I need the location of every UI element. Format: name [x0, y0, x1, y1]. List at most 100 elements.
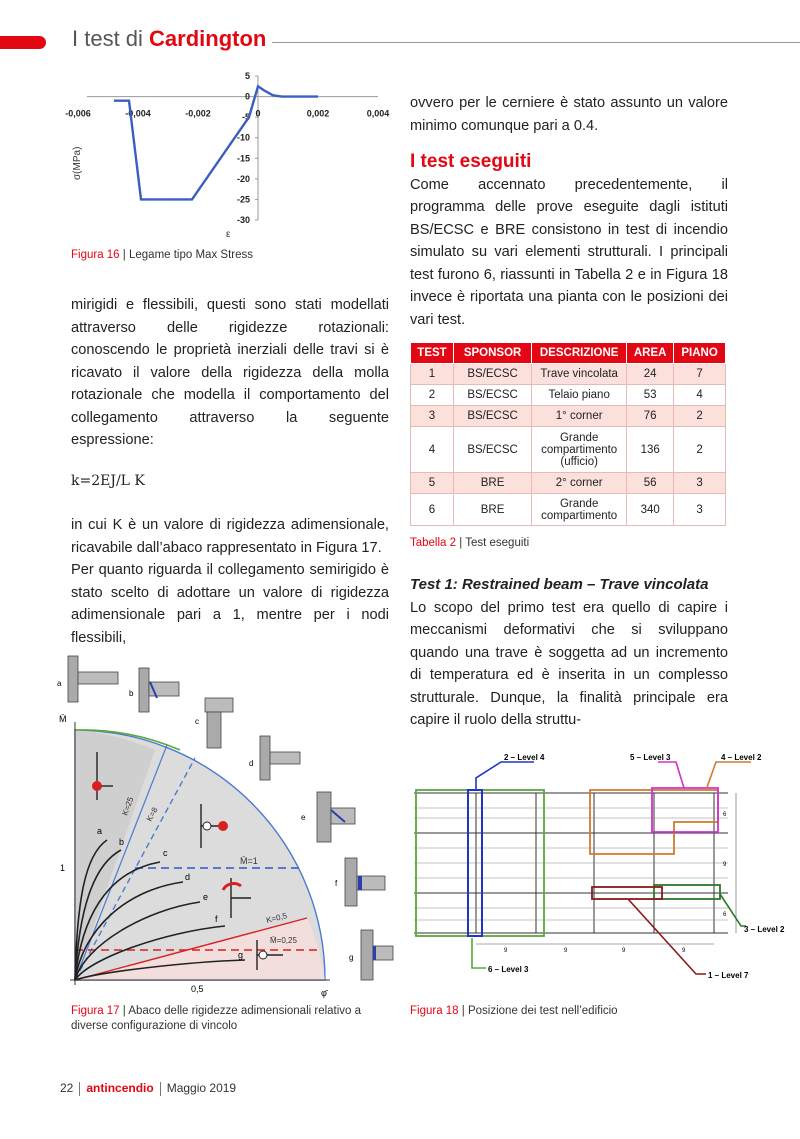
x-tick-label: -0,004: [125, 109, 151, 119]
table-row: 2 BS/ECSC Telaio piano 53 4: [410, 384, 726, 406]
left-paragraph-2: in cui K è un valore di rigidezza adimen…: [71, 517, 389, 556]
x-axis-label: ε: [226, 229, 231, 240]
cell-test: 5: [410, 472, 454, 494]
svg-text:f: f: [335, 879, 338, 888]
figure-18-caption: Figura 18 | Posizione dei test nell’edif…: [410, 1005, 618, 1017]
y-tick-label: -25: [237, 194, 250, 204]
curve-c: [74, 861, 161, 981]
figure-17-diagram: a b c d e f g K=25 K=8 M̄=1 K=0,5 M̄=0,2…: [57, 655, 394, 998]
header-sponsor: SPONSOR: [452, 342, 533, 364]
test-5-area: [651, 787, 719, 833]
svg-text:g: g: [349, 953, 353, 962]
caption-label: Figura 16: [71, 249, 120, 261]
curve-label-e: e: [203, 892, 208, 902]
caption-text: Test eseguiti: [465, 537, 530, 549]
left-paragraph-3: Per quanto riguarda il collegamento semi…: [71, 562, 389, 646]
header-rule: [272, 42, 800, 43]
y-axis-label: σ(MPa): [72, 147, 83, 180]
y-tick-label: 5: [245, 71, 250, 81]
table-2-caption: Tabella 2 | Test eseguiti: [410, 537, 530, 549]
pinned-spring-symbol: [221, 878, 251, 918]
dim-7: 6: [723, 912, 727, 918]
svg-text:a: a: [57, 679, 62, 688]
test1-subhead: Test 1: Restrained beam – Trave vincolat…: [410, 576, 709, 593]
cell-piano: 2: [673, 405, 726, 427]
cell-sponsor: BS/ECSC: [452, 405, 533, 427]
cell-descrizione: 2° corner: [531, 472, 628, 494]
joint-icon-g: g: [349, 929, 394, 981]
caption-label: Tabella 2: [410, 537, 457, 549]
x-tick-label: 0,004: [367, 109, 390, 119]
table-row: 4 BS/ECSC Grande compartimento (ufficio)…: [410, 426, 726, 473]
curve-b: [74, 849, 122, 981]
joint-icon-c: c: [195, 697, 234, 749]
cell-area: 24: [626, 363, 675, 385]
figure-18-floor-plan: 2 – Level 4 5 – Level 3 4 – Level 2 3 – …: [414, 753, 785, 980]
right-paragraph-1: Come accennato precedentemente, il progr…: [410, 176, 728, 328]
cell-descrizione: Grande compartimento: [531, 493, 628, 526]
left-paragraph-1: mirigidi e flessibili, questi sono stati…: [71, 297, 389, 448]
cell-test: 6: [410, 493, 454, 526]
magazine-brand: antincendio: [86, 1081, 154, 1095]
label-1-level-7: 1 – Level 7: [708, 971, 749, 980]
running-title-prefix: I test di: [72, 26, 143, 51]
label-6-level-3: 6 – Level 3: [488, 965, 529, 974]
dim-1: 9: [504, 948, 508, 954]
label-5-level-3: 5 – Level 3: [630, 753, 671, 762]
cell-piano: 3: [673, 472, 726, 494]
figure-16-caption: Figura 16 | Legame tipo Max Stress: [71, 249, 253, 261]
header-accent-bar: [0, 36, 46, 49]
cell-piano: 7: [673, 363, 726, 385]
svg-text:c: c: [195, 717, 199, 726]
phi-axis-label: φ̄: [321, 988, 329, 998]
tests-table: TEST SPONSOR DESCRIZIONE AREA PIANO 1 BS…: [410, 342, 726, 526]
caption-text: Legame tipo Max Stress: [128, 249, 253, 261]
cell-area: 136: [626, 426, 675, 473]
dim-4: 9: [682, 948, 686, 954]
cell-piano: 4: [673, 384, 726, 406]
label-3-level-2: 3 – Level 2: [744, 925, 785, 934]
test-2-area: [467, 789, 483, 937]
y-tick-label: -10: [237, 133, 250, 143]
cell-area: 76: [626, 405, 675, 427]
caption-text: Posizione dei test nell’edificio: [467, 1005, 618, 1017]
cell-descrizione: Trave vincolata: [531, 363, 628, 385]
cell-descrizione: 1° corner: [531, 405, 628, 427]
y-tick-label: -20: [237, 174, 250, 184]
dim-3: 9: [622, 948, 626, 954]
green-arc: [74, 729, 181, 751]
svg-text:b: b: [129, 689, 134, 698]
cell-area: 56: [626, 472, 675, 494]
right-column-top: ovvero per le cerniere è stato assunto u…: [410, 92, 728, 331]
figure-17-caption: Figura 17 | Abaco delle rigidezze adimen…: [71, 1005, 362, 1032]
cell-piano: 2: [673, 426, 726, 473]
test-1-area: [591, 886, 663, 900]
tick-1-label: 1: [60, 863, 65, 873]
x-tick-label: -0,002: [185, 109, 211, 119]
header-test: TEST: [410, 342, 454, 364]
y-tick-label: -15: [237, 153, 250, 163]
table-row: 3 BS/ECSC 1° corner 76 2: [410, 405, 726, 427]
m1-label: M̄=1: [240, 856, 258, 866]
inner-region: [75, 730, 155, 980]
y-tick-label: -5: [242, 112, 250, 122]
curve-g: [74, 959, 246, 981]
stress-strain-line: [114, 84, 318, 201]
cell-test: 1: [410, 363, 454, 385]
fixed-support-symbol: [92, 752, 113, 800]
curve-f: [74, 925, 226, 981]
joint-icon-b: b: [129, 667, 180, 713]
cell-area: 53: [626, 384, 675, 406]
cell-test: 2: [410, 384, 454, 406]
cell-sponsor: BS/ECSC: [452, 384, 533, 406]
cell-test: 3: [410, 405, 454, 427]
spring-support-symbol: [200, 804, 228, 848]
cell-sponsor: BRE: [452, 493, 533, 526]
x-tick-label: -0,006: [65, 109, 91, 119]
header-descrizione: DESCRIZIONE: [531, 342, 628, 364]
formula: k=2EJ/L K: [71, 472, 145, 489]
header-piano: PIANO: [673, 342, 726, 364]
cell-sponsor: BS/ECSC: [452, 363, 533, 385]
